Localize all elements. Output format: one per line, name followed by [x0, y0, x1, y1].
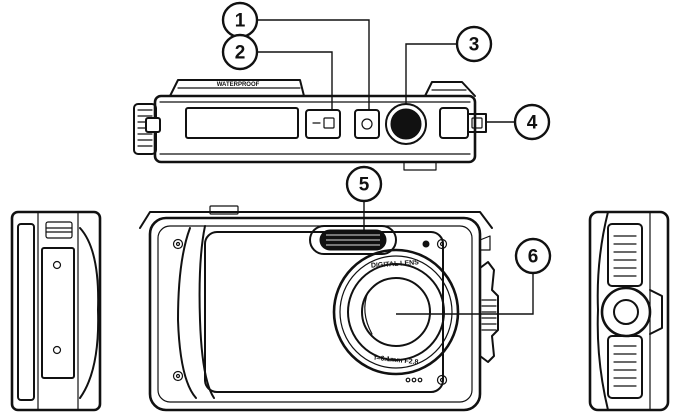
button-1	[354, 109, 380, 139]
lens-outer-ring	[332, 248, 460, 376]
leader-lines	[258, 19, 534, 315]
callout-4: 4	[513, 103, 551, 141]
svg-text:5: 5	[359, 175, 370, 196]
top-view-body	[153, 94, 477, 164]
leader-line-1	[258, 19, 370, 110]
top-view-label: WATERPROOF	[217, 82, 260, 88]
callout-1: 1	[221, 1, 259, 39]
lens-ring-text-top: DIGITAL LENS	[371, 259, 420, 269]
callout-3: 3	[455, 25, 493, 63]
lens	[361, 277, 431, 347]
svg-text:3: 3	[469, 35, 480, 56]
svg-text:6: 6	[528, 247, 539, 268]
lens-ring-text-bottom: f=6.1mm F2.8	[374, 355, 419, 367]
callout-6: 6	[514, 237, 552, 275]
svg-text:1: 1	[235, 11, 246, 32]
camera-top-view: WATERPROOF	[133, 79, 487, 171]
right-side-body	[588, 210, 670, 412]
mode-button	[305, 109, 341, 139]
svg-text:4: 4	[527, 113, 538, 134]
svg-text:2: 2	[235, 43, 246, 64]
leader-line-2	[258, 51, 333, 110]
shutter-button	[390, 108, 422, 140]
callout-2: 2	[221, 33, 259, 71]
left-side-body	[10, 210, 102, 412]
camera-left-side-view	[10, 210, 102, 412]
leader-line-3	[405, 43, 456, 104]
right-side-lens-profile	[600, 286, 652, 338]
front-grip	[198, 225, 215, 399]
leader-line-6	[396, 274, 534, 315]
front-panel	[204, 231, 444, 393]
strap-loop	[467, 113, 487, 133]
camera-right-side-view	[588, 210, 670, 412]
left-side-door	[41, 247, 75, 379]
top-view-window	[185, 107, 299, 139]
flash	[309, 225, 397, 255]
camera-front-view: DIGITAL LENS f=6.1mm F2.8	[139, 205, 499, 412]
callout-5: 5	[345, 165, 383, 203]
